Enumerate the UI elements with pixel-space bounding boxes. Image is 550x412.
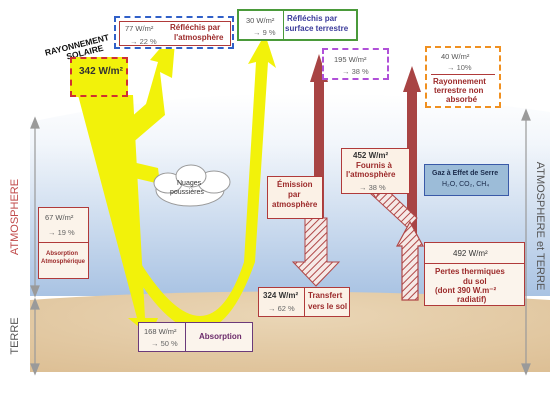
terre-axis (30, 297, 40, 376)
reflected-surface-box: 30 W/m² → 9 % Réfléchis par surface terr… (237, 9, 358, 41)
ground-absorption-box: 168 W/m² → 50 % Absorption (138, 322, 253, 352)
ground-absorption-pct: → 50 % (151, 339, 178, 348)
emission-label-1: Émission (277, 180, 313, 189)
losses-value: 492 W/m² (453, 249, 488, 258)
side-label-atmosphere: ATMOSPHERE (9, 178, 21, 256)
not-absorbed-label-2: terrestre non (434, 86, 484, 95)
solar-reflected-atmosphere-arrow (112, 30, 176, 150)
ground-absorption-label: Absorption (199, 332, 242, 341)
provided-atm-value: 452 W/m² (353, 151, 389, 160)
transfer-divider (304, 288, 305, 316)
greenhouse-box: Gaz à Effet de Serre H₂O, CO₂, CH₄ (424, 164, 509, 196)
emission-label-2: par (288, 190, 301, 199)
atm-absorption-label-1: Absorption (46, 251, 78, 257)
solar-value-box: 342 W/m² (70, 57, 128, 97)
atmosphere-terre-axis (521, 108, 531, 376)
atm-absorption-box: 67 W/m² → 19 % Absorption Atmosphérique (38, 207, 89, 279)
not-absorbed-pct: → 10% (447, 63, 472, 72)
greenhouse-title: Gaz à Effet de Serre (432, 170, 499, 177)
losses-box: 492 W/m² Pertes thermiques du sol (dont … (424, 242, 525, 306)
losses-label-3: (dont 390 W.m⁻² (435, 286, 497, 295)
thermal-losses-arrow (395, 220, 425, 301)
clouds-label-1: Nuages (177, 180, 202, 187)
reflected-surface-divider (283, 11, 284, 39)
transfer-value: 324 W/m² (263, 291, 299, 300)
side-label-atmosphere-terre: ATMOSPHERE et TERRE (534, 161, 546, 291)
atm-absorption-divider (39, 242, 88, 243)
not-absorbed-divider (431, 74, 495, 75)
not-absorbed-box: 40 W/m² → 10% Rayonnement terrestre non … (425, 46, 501, 108)
reflected-surface-pct: → 9 % (253, 28, 276, 37)
losses-label-2: du sol (463, 277, 487, 286)
reflected-atmosphere-pct: → 22 % (130, 37, 157, 46)
provided-atm-label-2: l'atmosphère (346, 170, 396, 179)
ground-absorption-divider (185, 323, 186, 351)
emitted-space-value: 195 W/m² (334, 55, 367, 64)
side-label-terre: TERRE (9, 317, 21, 355)
reflected-atmosphere-box: 77 W/m² → 22 % Réfléchis par l'atmosphèr… (114, 16, 234, 49)
reflected-surface-label-1: Réfléchis par (287, 14, 338, 23)
solar-reflected-surface-arrow (132, 34, 276, 331)
losses-divider (425, 263, 524, 264)
atm-absorption-label-2: Atmosphérique (41, 259, 86, 265)
reflected-surface-value: 30 W/m² (246, 16, 275, 25)
emitted-space-pct: → 38 % (342, 67, 369, 76)
transfer-box: 324 W/m² → 62 % Transfert vers le sol (258, 287, 350, 317)
provided-atm-pct: → 38 % (359, 183, 386, 192)
solar-to-clouds-arrow (124, 160, 160, 184)
losses-label-1: Pertes thermiques (435, 267, 505, 276)
atm-absorption-pct: → 19 % (48, 228, 75, 237)
solar-value: 342 W/m² (79, 66, 123, 77)
provided-atm-label-1: Fournis à (356, 161, 393, 170)
transfer-label-2: vers le sol (308, 302, 348, 311)
reflected-atmosphere-inner (119, 21, 231, 46)
transfer-pct: → 62 % (268, 304, 295, 313)
reflected-surface-label-2: surface terrestre (285, 24, 349, 33)
losses-label-4: radiatif) (457, 295, 487, 304)
not-absorbed-label-1: Rayonnement (433, 77, 486, 86)
transfer-to-ground-arrow (291, 217, 341, 287)
provided-atm-box: 452 W/m² Fournis à l'atmosphère → 38 % (341, 148, 410, 194)
reflected-atmosphere-label-2: l'atmosphère (174, 33, 224, 42)
emission-box: Émission par atmosphère (267, 176, 323, 219)
clouds-shape (153, 164, 231, 207)
reflected-atmosphere-value: 77 W/m² (125, 24, 154, 33)
clouds-label-2: poussières (170, 189, 204, 196)
ground-absorption-value: 168 W/m² (144, 327, 177, 336)
emitted-space-box: 195 W/m² → 38 % (322, 48, 389, 80)
transfer-label-1: Transfert (308, 291, 343, 300)
atmosphere-axis (30, 116, 40, 298)
not-absorbed-label-3: absorbé (446, 95, 478, 104)
greenhouse-formula: H₂O, CO₂, CH₄ (442, 181, 490, 188)
reflected-atmosphere-label-1: Réfléchis par (170, 23, 221, 32)
not-absorbed-value: 40 W/m² (441, 52, 470, 61)
emission-label-3: atmosphère (272, 200, 318, 209)
atm-absorption-value: 67 W/m² (45, 213, 74, 222)
